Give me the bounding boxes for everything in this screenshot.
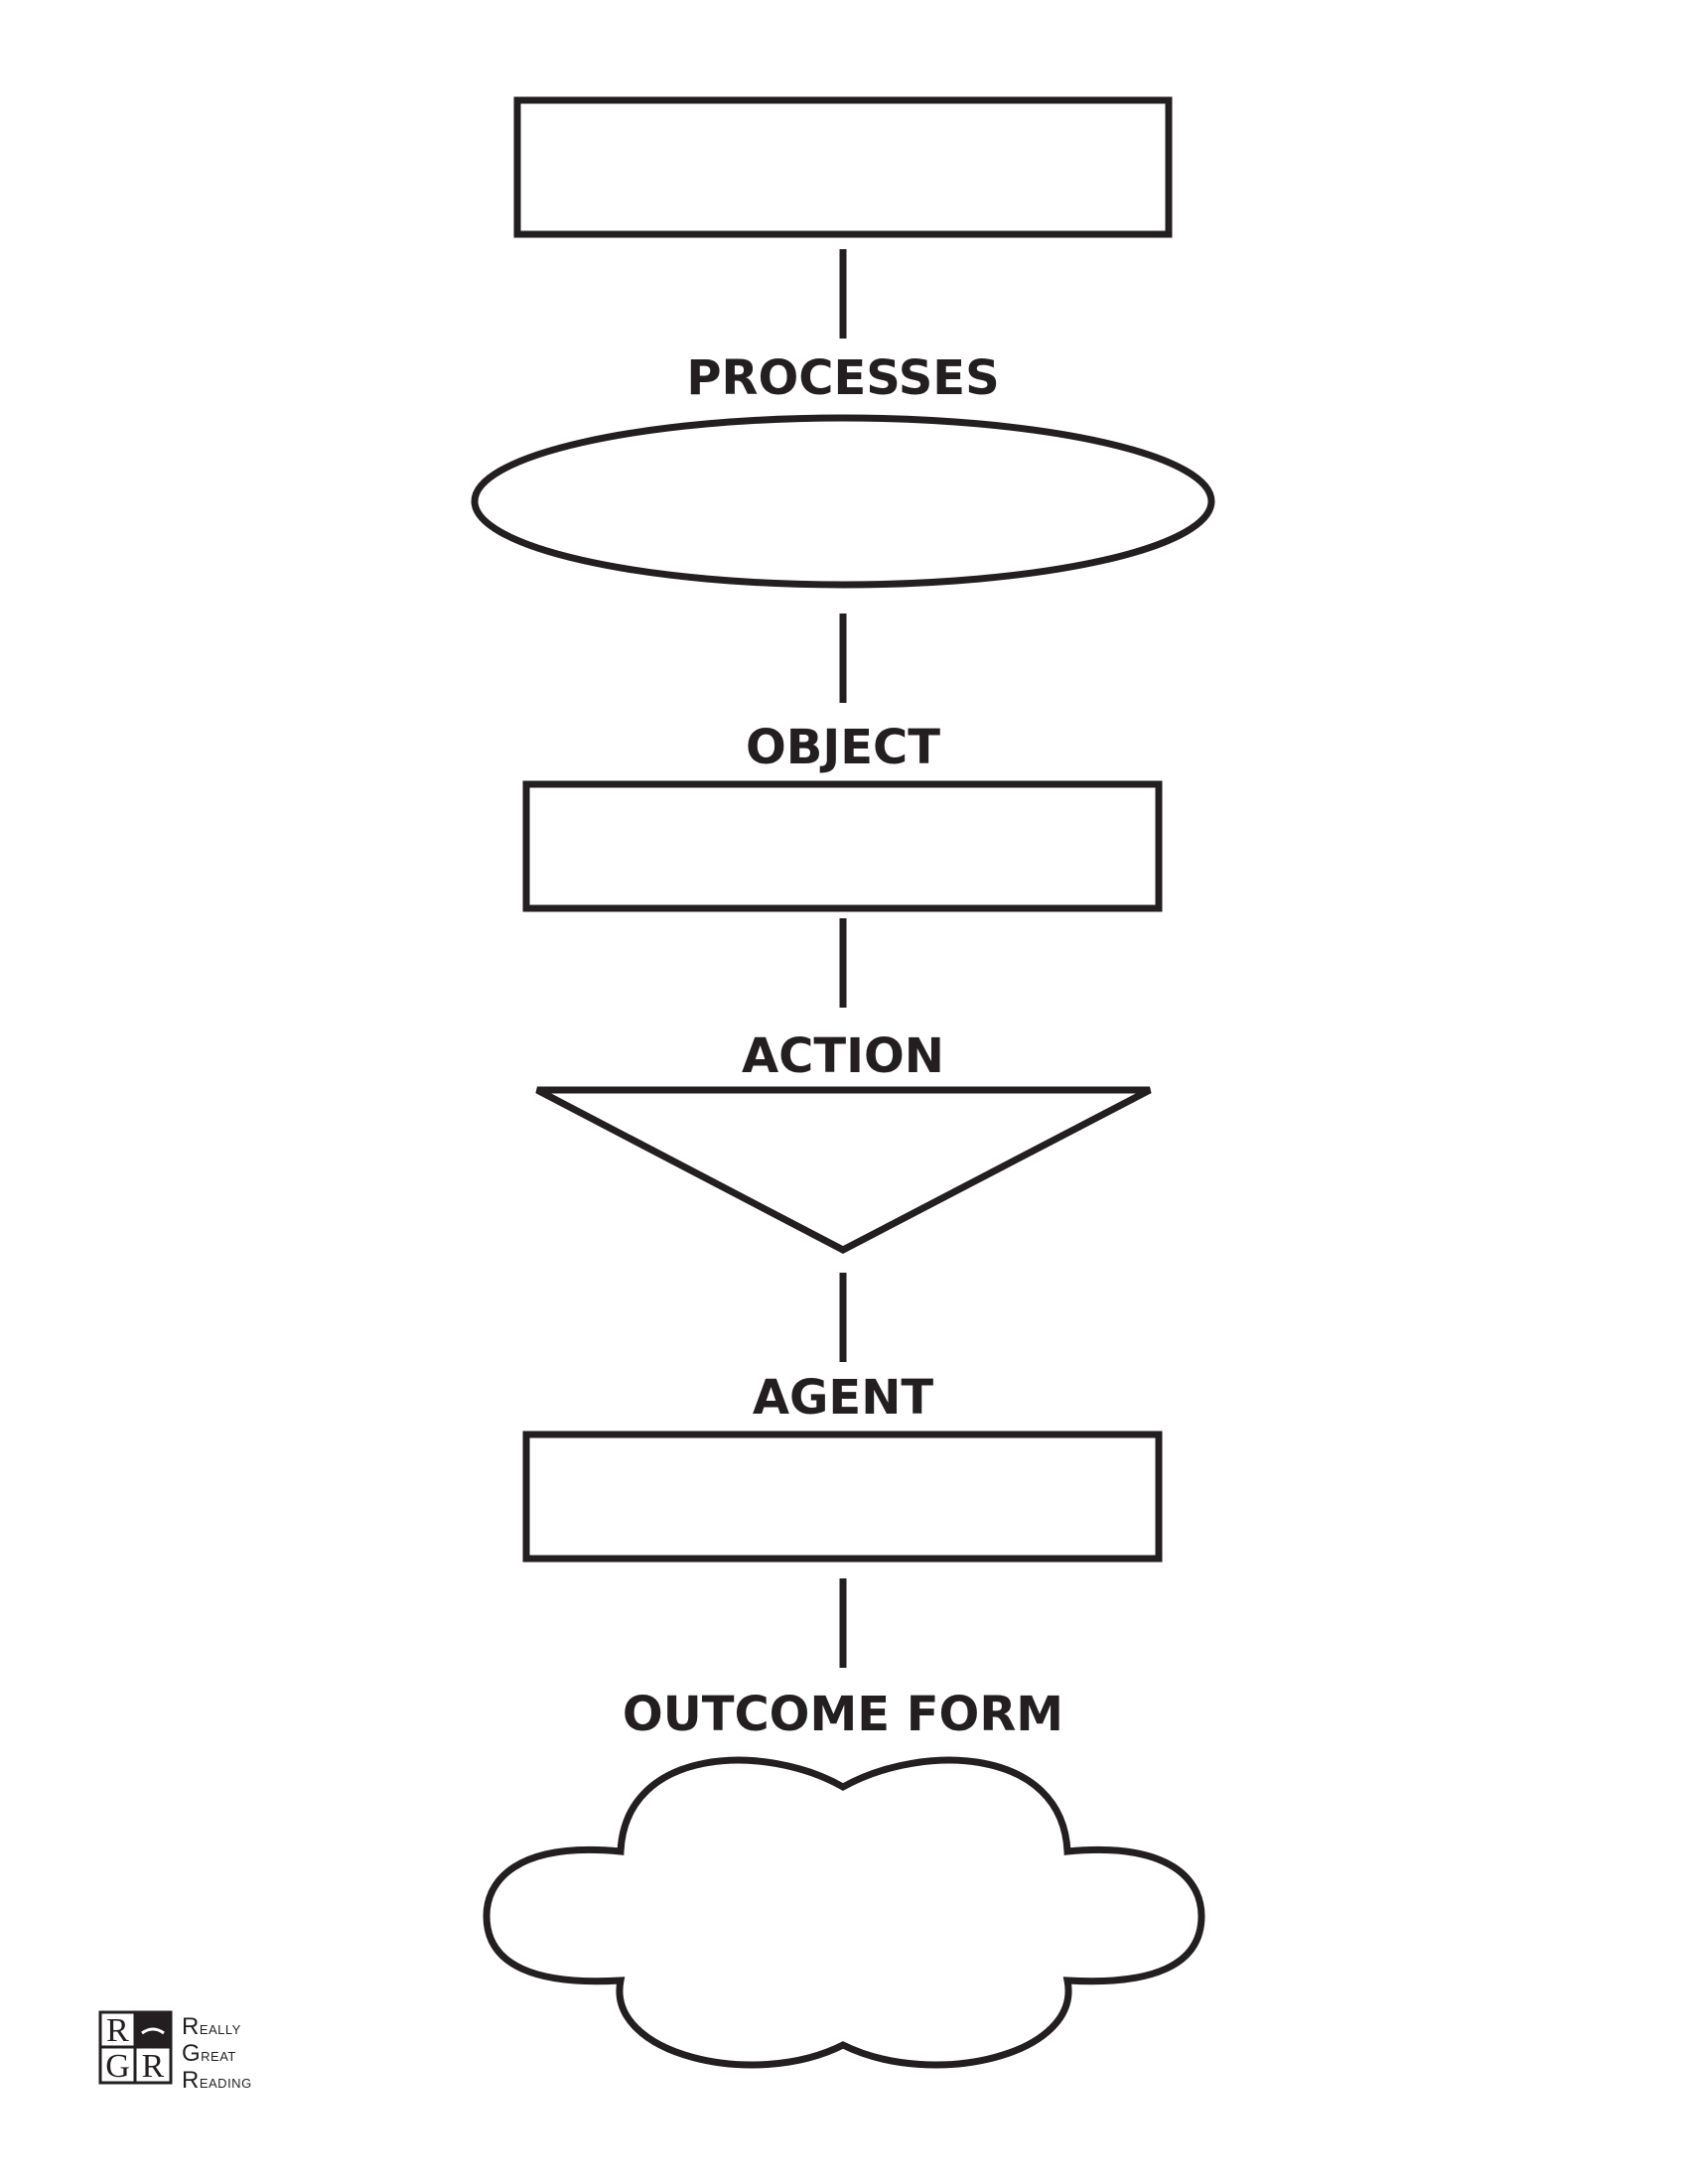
outcome-form-label: OUTCOME FORM [623,1687,1063,1742]
action-label: ACTION [742,1028,944,1084]
book-icon [141,2027,165,2035]
agent-box [522,1431,1163,1563]
action-triangle [535,1086,1152,1254]
processes-label: PROCESSES [686,350,999,406]
logo-letter-g: G [105,2048,130,2085]
logo-letter-r-bottom: R [142,2048,165,2085]
logo-line-really: Really [182,2013,241,2040]
top-box [513,96,1173,238]
logo-letter-r-top: R [106,2012,129,2049]
rgr-logo-mark: R G R [98,2010,173,2085]
logo-wordmark: Really Great Reading [182,2014,252,2095]
object-box [522,780,1163,912]
processes-ellipse [471,414,1215,589]
object-label: OBJECT [746,720,940,775]
logo-line-great: Great [182,2040,236,2067]
outcome-cloud [483,1756,1205,2069]
logo-line-reading: Reading [182,2067,252,2094]
agent-label: AGENT [753,1370,934,1426]
